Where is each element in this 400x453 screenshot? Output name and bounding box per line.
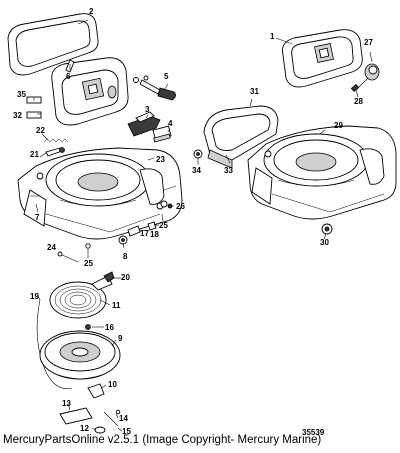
part-16-screw [85, 324, 91, 330]
callout-6: 6 [66, 72, 71, 81]
callout-25-upper: 25 [159, 221, 168, 230]
part-24-pin [57, 243, 91, 263]
part-5-plug [133, 75, 176, 101]
part-33-shroud [193, 105, 279, 169]
blower-housing-right [247, 125, 397, 220]
callout-14: 14 [119, 414, 128, 423]
callout-13: 13 [62, 399, 71, 408]
callout-2: 2 [89, 7, 94, 16]
part-1-cover [282, 29, 363, 88]
part-10-pawl [87, 383, 105, 399]
callout-3: 3 [145, 105, 150, 114]
callout-1: 1 [270, 32, 275, 41]
callout-31: 31 [250, 87, 259, 96]
footer-credit: MercuryPartsOnline v2.5.1 (Image Copyrig… [3, 434, 322, 446]
part-2-seal [7, 13, 99, 76]
callout-28: 28 [354, 97, 363, 106]
callout-16: 16 [105, 323, 114, 332]
callout-19: 19 [30, 292, 39, 301]
callout-25-lower: 25 [84, 259, 93, 268]
callout-34: 34 [192, 166, 201, 175]
part-30-nut [321, 223, 333, 235]
callout-12: 12 [80, 424, 89, 433]
callout-26: 26 [176, 202, 185, 211]
callout-labels: 2 1 27 28 5 6 35 32 3 4 31 29 22 21 23 3… [13, 7, 373, 436]
leader-lines [33, 19, 373, 432]
part-21-22-spring [43, 138, 69, 157]
part-3-4-bracket [127, 111, 172, 143]
callout-4: 4 [168, 119, 173, 128]
callout-8: 8 [123, 252, 128, 261]
parts-12-15-hardware [59, 407, 121, 434]
part-9-pulley [39, 330, 121, 380]
blower-housing-left [17, 147, 183, 240]
callout-30: 30 [320, 238, 329, 247]
callout-22: 22 [36, 126, 45, 135]
callout-15: 15 [122, 427, 131, 436]
callout-11: 11 [112, 301, 121, 310]
callout-33: 33 [224, 166, 233, 175]
callout-24: 24 [47, 243, 56, 252]
upper-housing-left [51, 57, 129, 126]
part-11-recoil-spring [49, 271, 115, 319]
hardware-17-18-25-26 [118, 200, 173, 245]
callout-21: 21 [30, 150, 39, 159]
callout-35: 35 [17, 90, 26, 99]
callout-17: 17 [140, 229, 149, 238]
callout-10: 10 [108, 380, 117, 389]
callout-18: 18 [150, 230, 159, 239]
callout-27: 27 [364, 38, 373, 47]
callout-7: 7 [35, 213, 40, 222]
part-27-28-knob [350, 63, 380, 93]
part-19-rope [36, 299, 73, 389]
diagram-number: 35539 [302, 428, 325, 437]
callout-32: 32 [13, 111, 22, 120]
callout-20: 20 [121, 273, 130, 282]
callout-29: 29 [334, 121, 343, 130]
callout-23: 23 [156, 155, 165, 164]
callout-5: 5 [164, 72, 169, 81]
callout-9: 9 [118, 334, 123, 343]
